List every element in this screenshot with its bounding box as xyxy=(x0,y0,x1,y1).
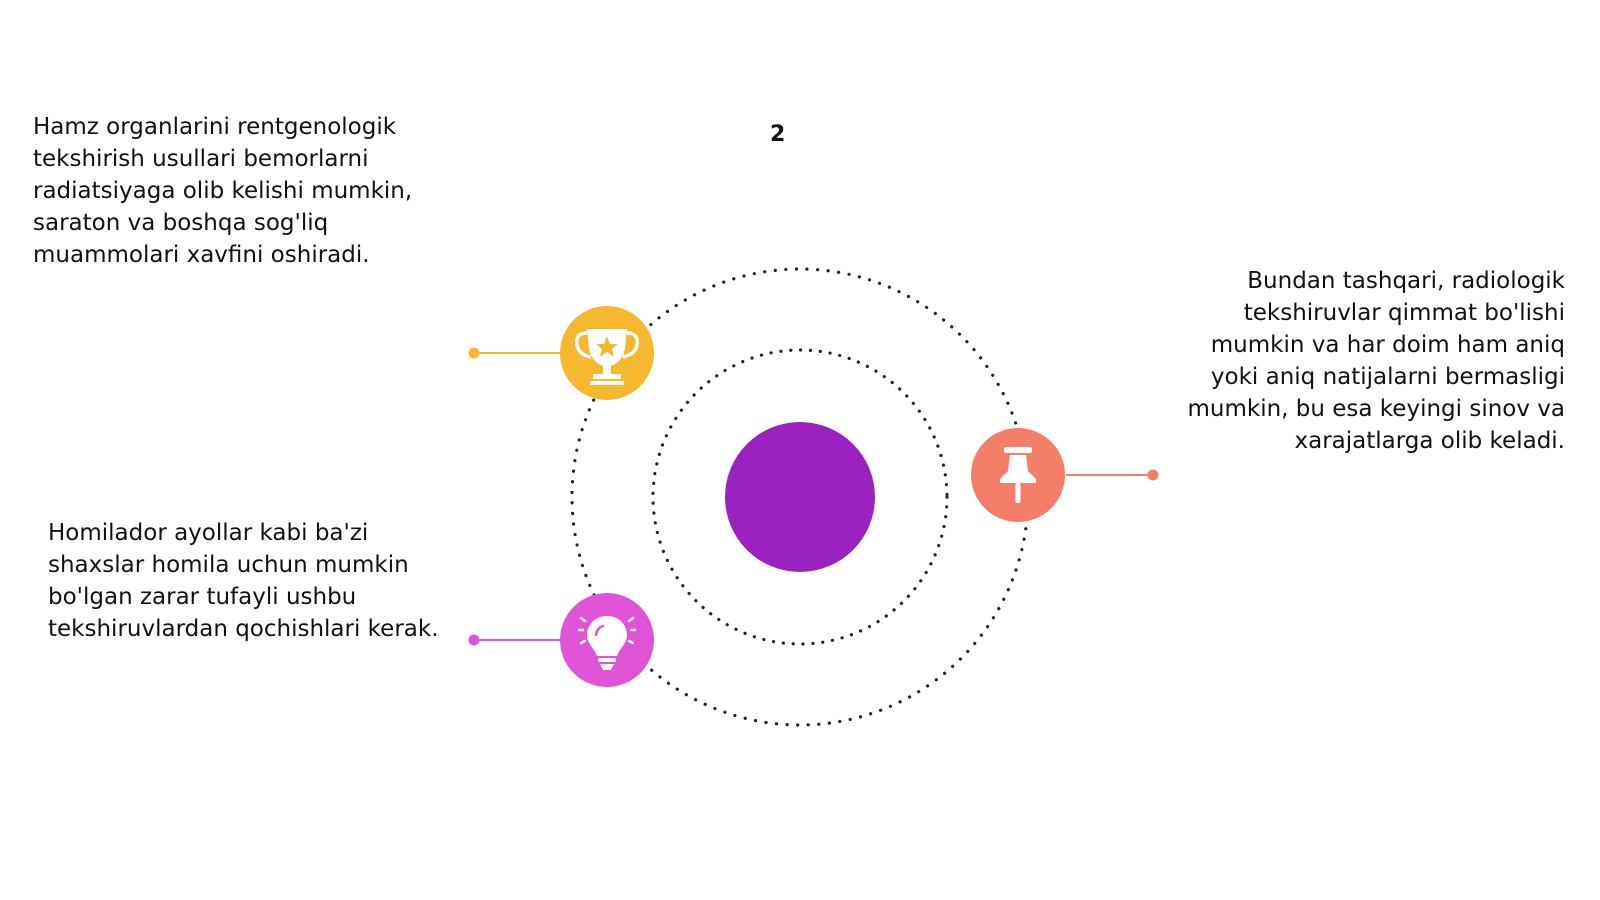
trophy-connector xyxy=(468,347,562,359)
bulb-node xyxy=(560,593,654,687)
lightbulb-icon xyxy=(577,616,637,670)
pin-connector xyxy=(1066,469,1159,481)
inner-orbit xyxy=(651,348,949,646)
trophy-icon xyxy=(574,329,640,385)
pushpin-icon xyxy=(1000,447,1036,503)
bulb-connector xyxy=(468,634,562,646)
text-block-right: Bundan tashqari, radiologik tekshiruvlar… xyxy=(1187,268,1565,454)
text-block-top-left: Hamz organlarini rentgenologik tekshiris… xyxy=(33,114,413,268)
center-circle xyxy=(725,422,875,572)
text-block-bottom-left: Homilador ayollar kabi ba'zi shaxslar ho… xyxy=(48,520,439,642)
page-number: 2 xyxy=(770,122,786,147)
trophy-node xyxy=(560,306,654,400)
pin-node xyxy=(971,428,1065,522)
